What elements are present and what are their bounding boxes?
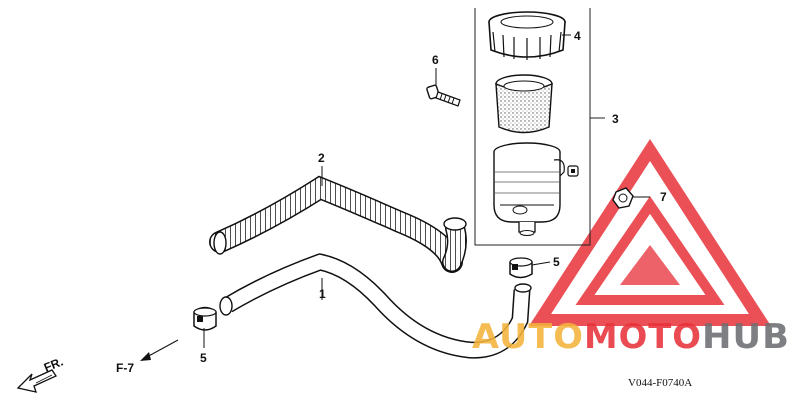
breather-hose xyxy=(219,253,532,359)
watermark-logo xyxy=(528,138,772,326)
reference-arrow: F-7 xyxy=(116,339,179,375)
corrugated-hose xyxy=(209,175,467,273)
callout-4: 4 xyxy=(574,29,581,43)
callout-5-upper: 5 xyxy=(553,255,560,269)
reservoir-frame xyxy=(474,8,605,246)
reservoir-body xyxy=(493,142,565,236)
hose-clip-lower xyxy=(193,306,217,331)
watermark-auto: AUTO xyxy=(472,317,584,357)
hose-clip-upper xyxy=(509,257,533,279)
clip-nut xyxy=(612,187,634,209)
callout-5-lower: 5 xyxy=(200,351,207,365)
watermark-wordmark: AUTO MOTO HUB xyxy=(472,317,790,357)
diagram-code: V044-F0740A xyxy=(628,377,692,389)
callout-6: 6 xyxy=(432,53,439,67)
reservoir-diaphragm xyxy=(495,74,553,134)
reservoir-cap xyxy=(488,11,566,60)
bolt xyxy=(426,84,461,107)
callout-7: 7 xyxy=(660,190,667,204)
front-label: FR. xyxy=(42,355,65,375)
callout-1: 1 xyxy=(319,287,326,301)
front-direction-arrow: FR. xyxy=(16,355,65,393)
callout-2: 2 xyxy=(318,151,325,165)
grommet xyxy=(567,165,579,177)
watermark-moto: MOTO xyxy=(584,317,702,357)
callout-3: 3 xyxy=(612,112,619,126)
reference-label: F-7 xyxy=(116,361,134,375)
leader-lines xyxy=(203,34,650,348)
watermark-hub: HUB xyxy=(702,317,790,357)
